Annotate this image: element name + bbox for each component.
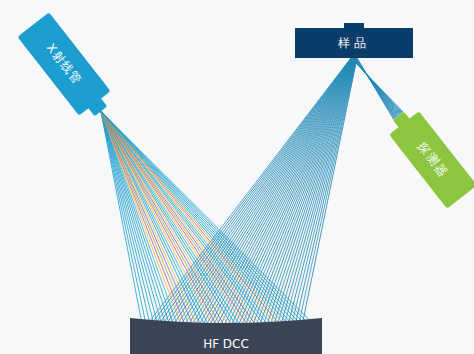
sample-tab (344, 23, 364, 29)
x-ray-beam (101, 111, 311, 325)
x-ray-beam (149, 58, 357, 325)
tube-nozzle (88, 98, 107, 117)
detector: 探测器 (389, 111, 474, 208)
x-ray-beam (351, 58, 403, 120)
hf-dcc-mirror: HF DCC (130, 316, 322, 354)
x-ray-tube: X射线管 (17, 12, 110, 115)
node-label: HF DCC (203, 337, 249, 351)
sample-block: 样品 (295, 28, 413, 58)
node-label: 探测器 (413, 138, 452, 182)
node-label: X射线管 (42, 40, 85, 88)
node-label: 样品 (338, 35, 370, 52)
